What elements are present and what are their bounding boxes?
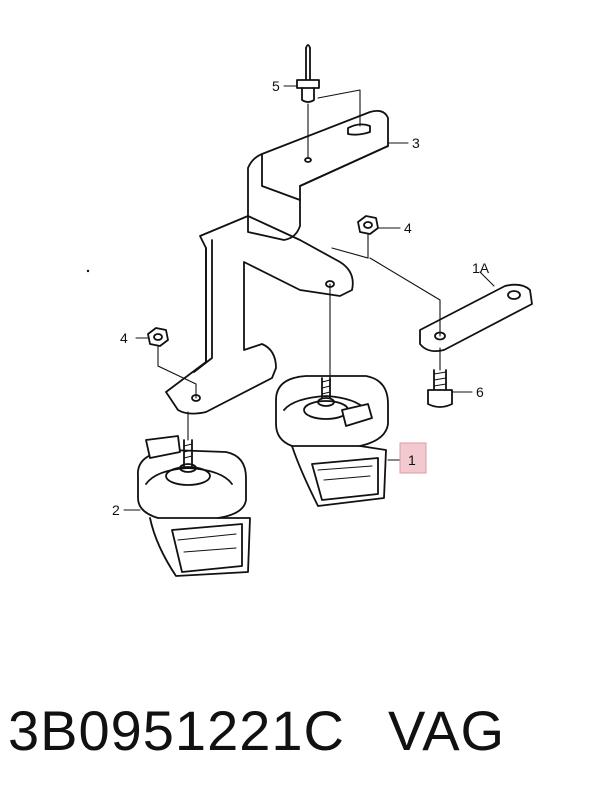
- horn-part-1: [275, 375, 389, 507]
- bracket-part-1a: [369, 257, 533, 353]
- rivet-part-5: [296, 44, 320, 159]
- brand-label: VAG: [388, 699, 506, 762]
- nut-part-4-lower: [147, 327, 169, 347]
- bolt-part-6: [427, 347, 453, 408]
- callout-4-upper: 4: [404, 220, 412, 236]
- horn-part-2: [137, 411, 251, 577]
- callout-1a: 1A: [472, 260, 490, 276]
- callout-1-highlight: [399, 442, 427, 474]
- stray-dot: [86, 269, 90, 273]
- callout-1: 1: [408, 452, 416, 468]
- callout-6: 6: [476, 384, 484, 400]
- part-caption: 3B0951221C VAG: [0, 690, 600, 780]
- main-bracket: [157, 215, 354, 415]
- part-number: 3B0951221C: [8, 699, 345, 762]
- nut-part-4-upper: [331, 215, 379, 259]
- callout-3: 3: [412, 135, 420, 151]
- callout-2: 2: [112, 502, 120, 518]
- callout-5: 5: [272, 78, 280, 94]
- callout-4-lower: 4: [120, 330, 128, 346]
- parts-diagram: 5 3 4 1A 4 6 1 2: [86, 44, 533, 577]
